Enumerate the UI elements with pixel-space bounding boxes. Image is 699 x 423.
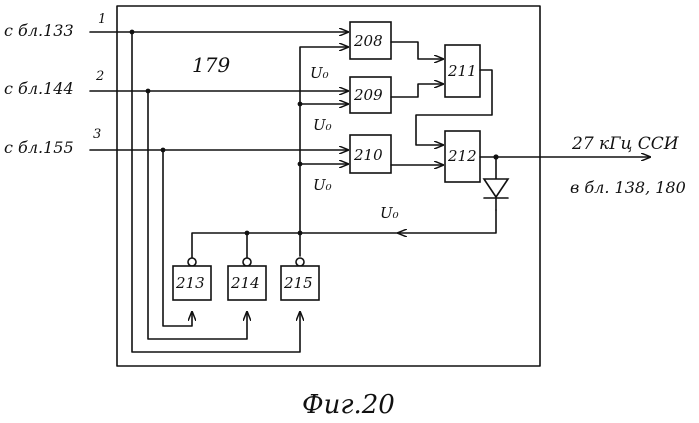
unit-179-label: 179 [192,53,230,77]
u0-label-3: U₀ [313,176,332,194]
block-215-label: 215 [283,274,313,292]
input-1-number: 1 [98,12,106,27]
block-211-label: 211 [447,62,477,80]
input-3-number: 3 [93,127,101,142]
output-destination-label: в бл. 138, 180 [570,178,686,197]
block-213-label: 213 [175,274,205,292]
figure-caption: Фиг.20 [302,390,395,420]
u0-label-1: U₀ [310,64,329,82]
input-2-number: 2 [95,69,104,84]
block-212-label: 212 [447,147,477,165]
feedback-wire [188,210,496,266]
block-208-label: 208 [353,32,383,50]
output-wire [480,154,650,179]
u0-label-4: U₀ [380,204,399,222]
block-209-label: 209 [353,86,383,104]
input-1-source-label: с бл.133 [4,21,74,40]
diode-icon [484,179,508,210]
u0-label-2: U₀ [313,116,332,134]
block-214-label: 214 [230,274,260,292]
branch-wires [130,30,300,352]
input-2-source-label: с бл.144 [4,79,74,98]
block-210-label: 210 [353,146,383,164]
output-signal-label: 27 кГц ССИ [571,134,680,154]
input-3-source-label: с бл.155 [4,138,74,157]
